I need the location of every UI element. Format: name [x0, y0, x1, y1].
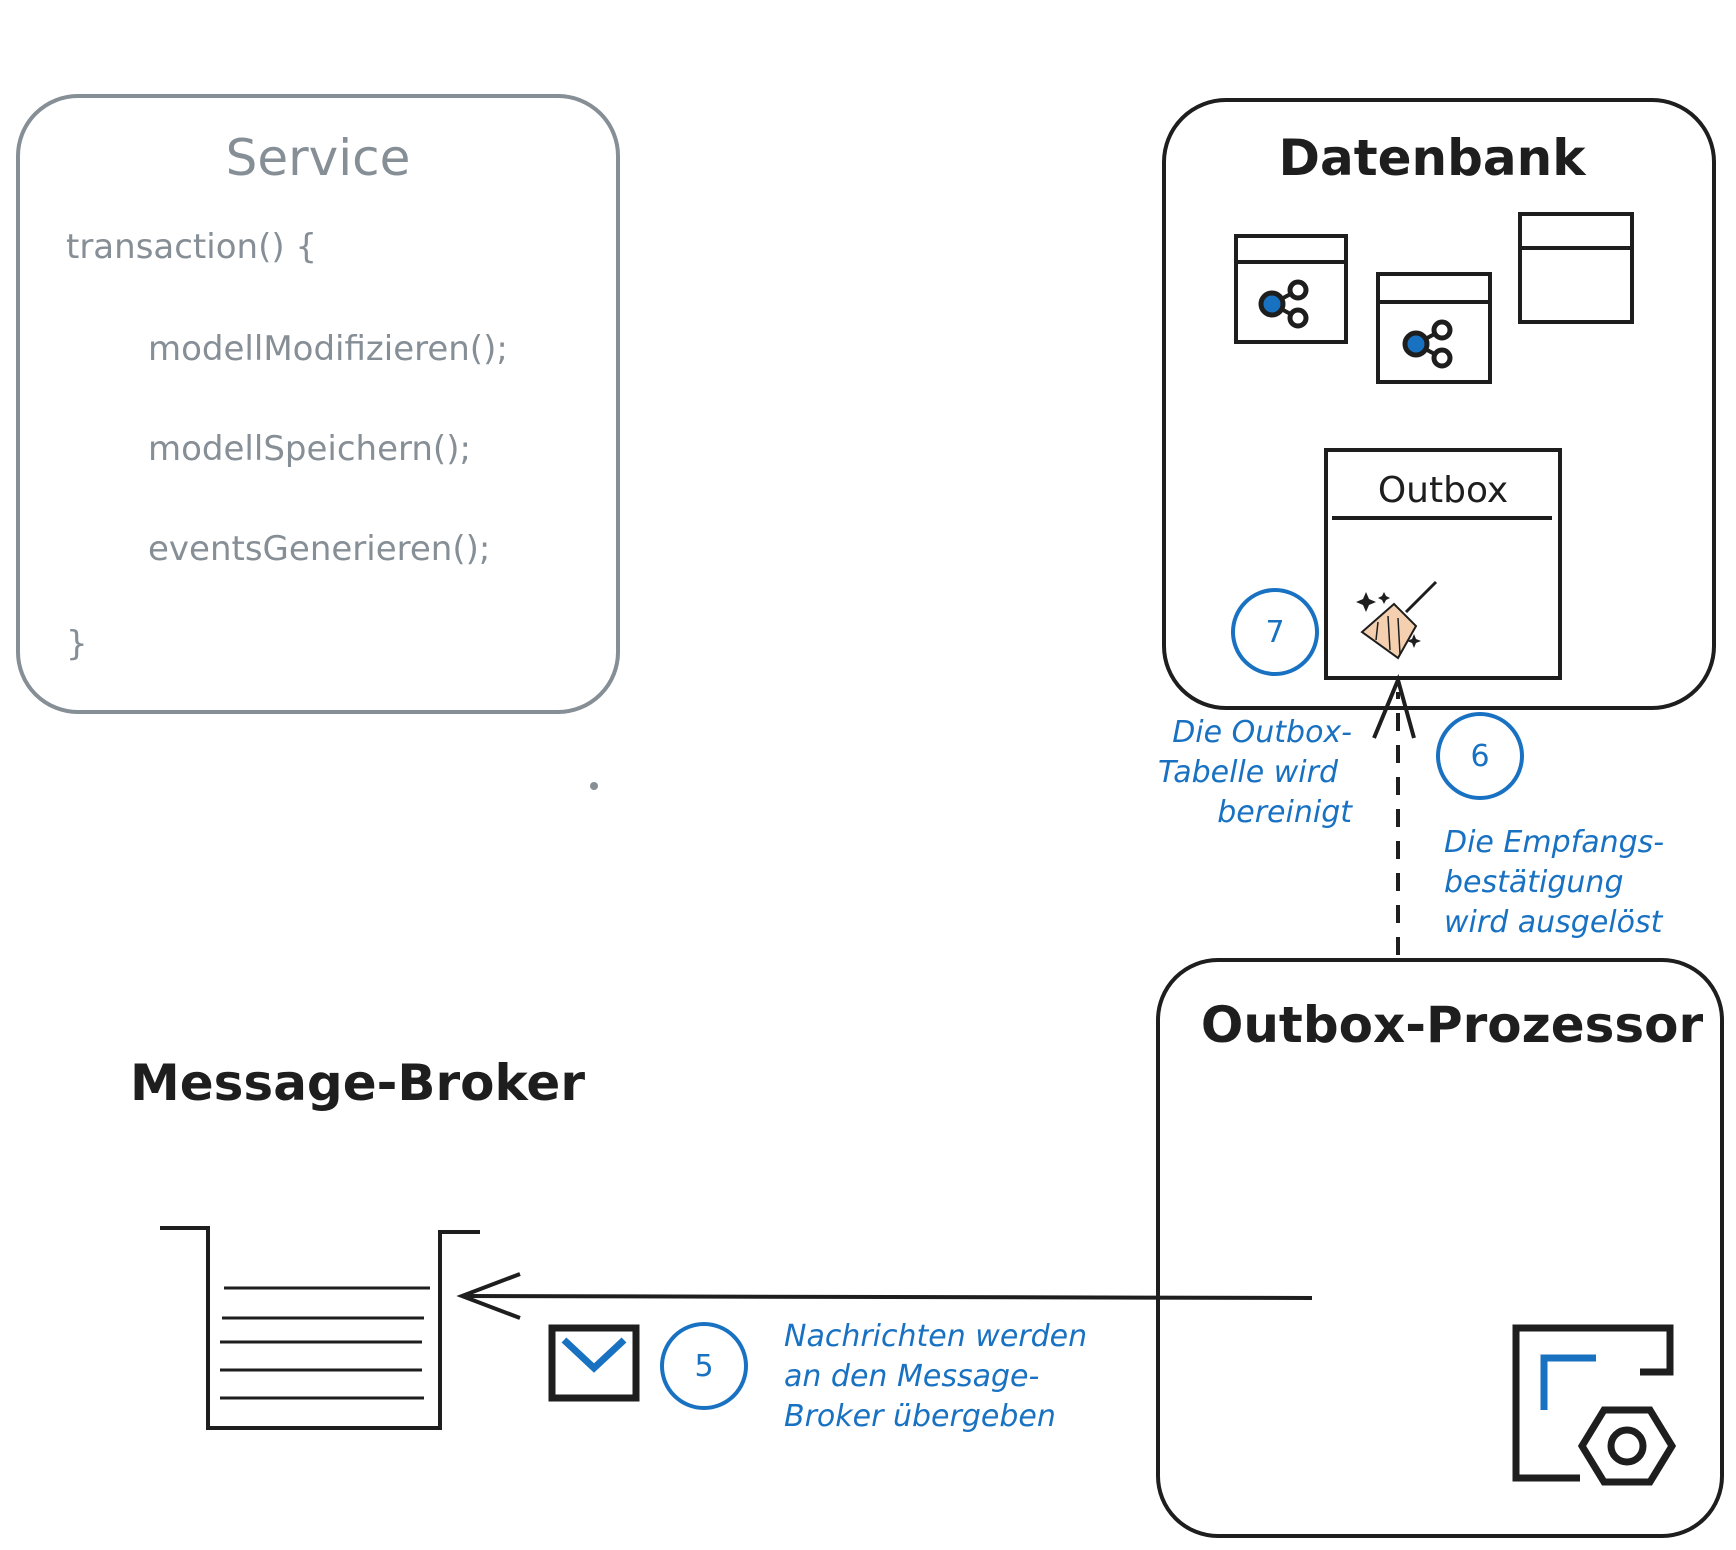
code-line-events: eventsGenerieren();	[148, 529, 490, 569]
step-6-badge: 6	[1436, 712, 1524, 800]
stray-dot	[590, 782, 598, 790]
step-5-line-2: an den Message-	[784, 1359, 1039, 1394]
outbox-prozessor-box: Outbox-Prozessor	[1156, 958, 1724, 1538]
outbox-prozessor-title: Outbox-Prozessor	[1201, 996, 1704, 1054]
code-line-close: }	[66, 624, 88, 664]
share-icon	[1402, 319, 1453, 369]
acknowledge-arrow	[1372, 673, 1416, 955]
share-icon	[1258, 279, 1309, 329]
datenbank-title: Datenbank	[1278, 129, 1587, 187]
datenbank-box: Datenbank	[1162, 98, 1716, 710]
outbox-label: Outbox	[1378, 470, 1508, 511]
step-5-line-1: Nachrichten werden	[784, 1319, 1087, 1354]
processor-gear-icon	[1512, 1324, 1677, 1486]
step-7-line-2: Tabelle wird	[1158, 755, 1339, 790]
db-table-2	[1376, 272, 1492, 384]
code-line-save: modellSpeichern();	[148, 429, 471, 469]
outbox-table: Outbox	[1324, 448, 1562, 680]
mail-icon	[548, 1324, 640, 1402]
step-6-line-3: wird ausgelöst	[1444, 905, 1664, 940]
step-5-label: Nachrichten werden an den Message- Broke…	[784, 1319, 1087, 1434]
step-6-line-1: Die Empfangs-	[1444, 825, 1664, 860]
send-arrow	[456, 1272, 1313, 1320]
step-7-number: 7	[1265, 615, 1284, 650]
step-5-line-3: Broker übergeben	[784, 1399, 1056, 1434]
step-6-line-2: bestätigung	[1444, 865, 1624, 900]
step-5-number: 5	[694, 1349, 713, 1384]
step-5-badge: 5	[660, 1322, 748, 1410]
code-line-modify: modellModifizieren();	[148, 329, 508, 369]
outbox-prozessor-outline	[1156, 958, 1724, 1538]
db-table-1	[1234, 234, 1348, 344]
step-7-line-1: Die Outbox-	[1172, 715, 1352, 750]
step-6-number: 6	[1470, 739, 1489, 774]
step-7-badge: 7	[1231, 588, 1319, 676]
step-7-label: Die Outbox- Tabelle wird bereinigt	[1158, 715, 1353, 830]
service-title: Service	[226, 129, 411, 187]
queue-icon	[160, 1226, 480, 1430]
db-table-3	[1518, 212, 1634, 324]
service-box: Service transaction() { modellModifizier…	[16, 94, 620, 714]
code-line-transaction: transaction() {	[66, 227, 317, 267]
message-broker-title: Message-Broker	[130, 1054, 585, 1112]
step-7-line-3: bereinigt	[1217, 795, 1353, 830]
datenbank-box-outline	[1162, 98, 1716, 710]
step-6-label: Die Empfangs- bestätigung wird ausgelöst	[1444, 825, 1664, 940]
broom-icon	[1356, 580, 1438, 660]
message-broker: Message-Broker	[130, 1054, 585, 1430]
service-box-outline	[16, 94, 620, 714]
